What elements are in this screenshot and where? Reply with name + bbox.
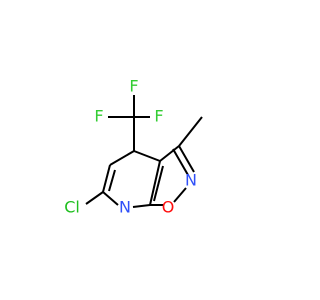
isoxazole-nitrogen-label: N bbox=[185, 171, 197, 190]
isoxazole-oxygen-label: O bbox=[162, 198, 175, 217]
fluorine-top-label: F bbox=[129, 77, 138, 96]
pyridine-nitrogen-label: N bbox=[119, 198, 131, 217]
bond-c3-methyl bbox=[178, 116, 203, 147]
bond-c3-n-double-2 bbox=[172, 148, 189, 176]
bond-c3a-c4 bbox=[133, 150, 161, 162]
bond-c3a-c7a-inner bbox=[153, 165, 164, 202]
bond-c5-c6-inner bbox=[108, 169, 116, 192]
bond-c5-c6 bbox=[102, 164, 111, 193]
bond-c3-n-double-1 bbox=[178, 145, 195, 173]
bond-c6-cl bbox=[85, 191, 104, 205]
bond-n-o bbox=[173, 187, 187, 203]
bond-c7a-c3a bbox=[149, 160, 161, 206]
bond-c3a-c3 bbox=[159, 145, 180, 162]
bond-n-c7a bbox=[132, 204, 151, 208]
bond-c4-c5 bbox=[109, 150, 135, 166]
atom-labels: F F F Cl N N O bbox=[64, 77, 197, 217]
fluorine-right-label: F bbox=[154, 107, 163, 126]
molecule-structure: F F F Cl N N O bbox=[64, 77, 203, 217]
bond-c6-n bbox=[102, 191, 119, 206]
fluorine-left-label: F bbox=[94, 107, 103, 126]
chlorine-label: Cl bbox=[64, 198, 80, 217]
bond-lines bbox=[85, 95, 203, 208]
molecule-canvas: F F F Cl N N O bbox=[64, 76, 203, 217]
